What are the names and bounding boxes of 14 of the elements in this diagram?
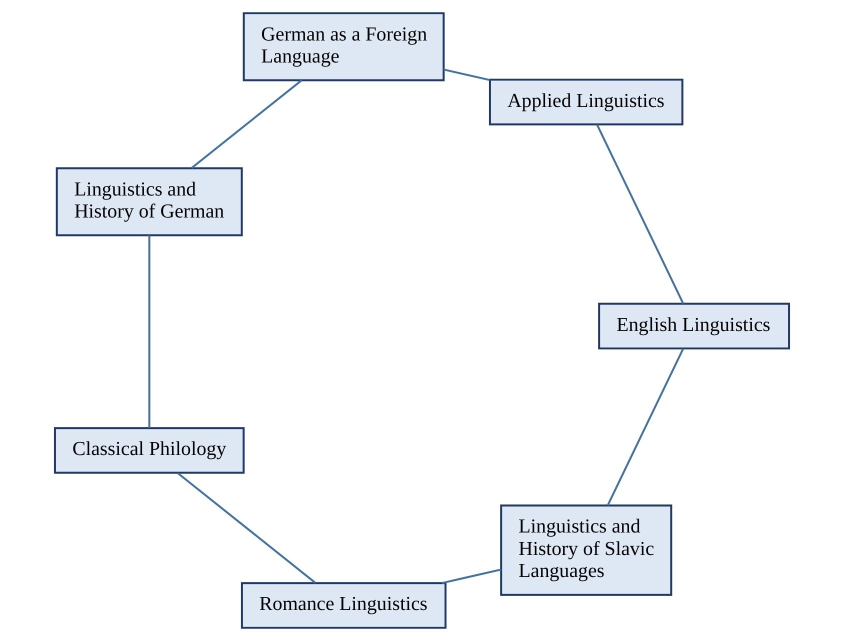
connector — [190, 80, 302, 169]
connector — [176, 472, 316, 584]
node-box: Linguistics and History of Slavic Languages — [500, 504, 672, 596]
connector — [148, 235, 150, 428]
connector — [596, 124, 684, 304]
node-box: English Linguistics — [598, 302, 790, 350]
node-box: Romance Linguistics — [240, 582, 446, 629]
node-box: Classical Philology — [53, 427, 244, 474]
node-box: Applied Linguistics — [488, 78, 683, 126]
connector — [443, 68, 490, 82]
node-box: German as a Foreign Language — [242, 12, 444, 82]
connector — [606, 348, 684, 506]
node-box: Linguistics and History of German — [55, 167, 242, 236]
connector — [441, 568, 501, 584]
